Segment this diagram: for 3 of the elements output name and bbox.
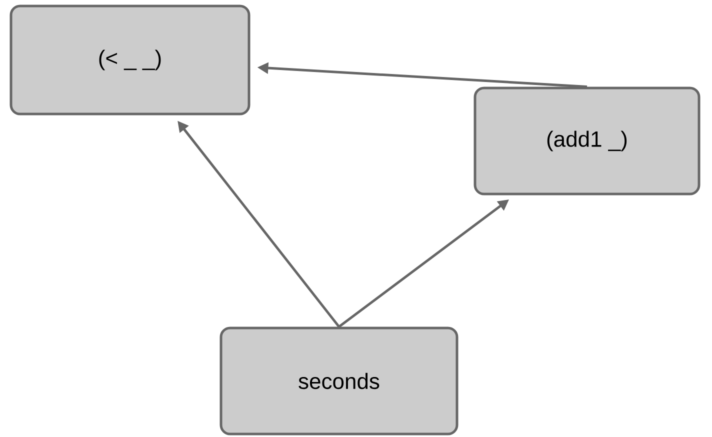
process-box: (add1 _): [474, 86, 700, 196]
process-box: seconds: [220, 326, 458, 436]
process-box: (< _ _): [10, 4, 250, 116]
